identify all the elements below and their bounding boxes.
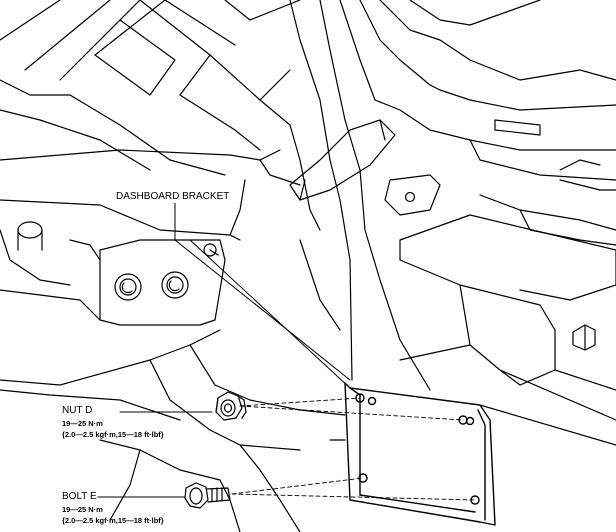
explode-lines xyxy=(231,397,476,501)
right-upper-panels xyxy=(429,0,616,246)
bolt-e-icon xyxy=(184,482,231,509)
mount-holes xyxy=(114,243,217,301)
left-lower-structure xyxy=(0,221,346,532)
dashboard-bracket xyxy=(344,382,496,526)
nut-d-label: NUT D xyxy=(62,405,93,417)
module-box xyxy=(399,214,616,446)
bolt-e-torque-nm: 19—25 N·m xyxy=(62,505,103,514)
dashboard-bracket-label: DASHBOARD BRACKET xyxy=(116,191,230,203)
bolt-e-torque-alt: {2.0—2.5 kgf·m,15—18 ft·lbf} xyxy=(62,516,164,525)
upper-strut xyxy=(289,119,441,216)
upper-dash-structure xyxy=(0,0,301,241)
leader-lines xyxy=(97,202,351,498)
bolt-e-label: BOLT E xyxy=(62,491,97,503)
center-column xyxy=(259,0,471,391)
nut-d-icon xyxy=(215,391,247,421)
nut-d-torque-nm: 19—25 N·m xyxy=(62,419,103,428)
nut-d-torque-alt: {2.0—2.5 kgf·m,15—18 ft·lbf} xyxy=(62,430,164,439)
